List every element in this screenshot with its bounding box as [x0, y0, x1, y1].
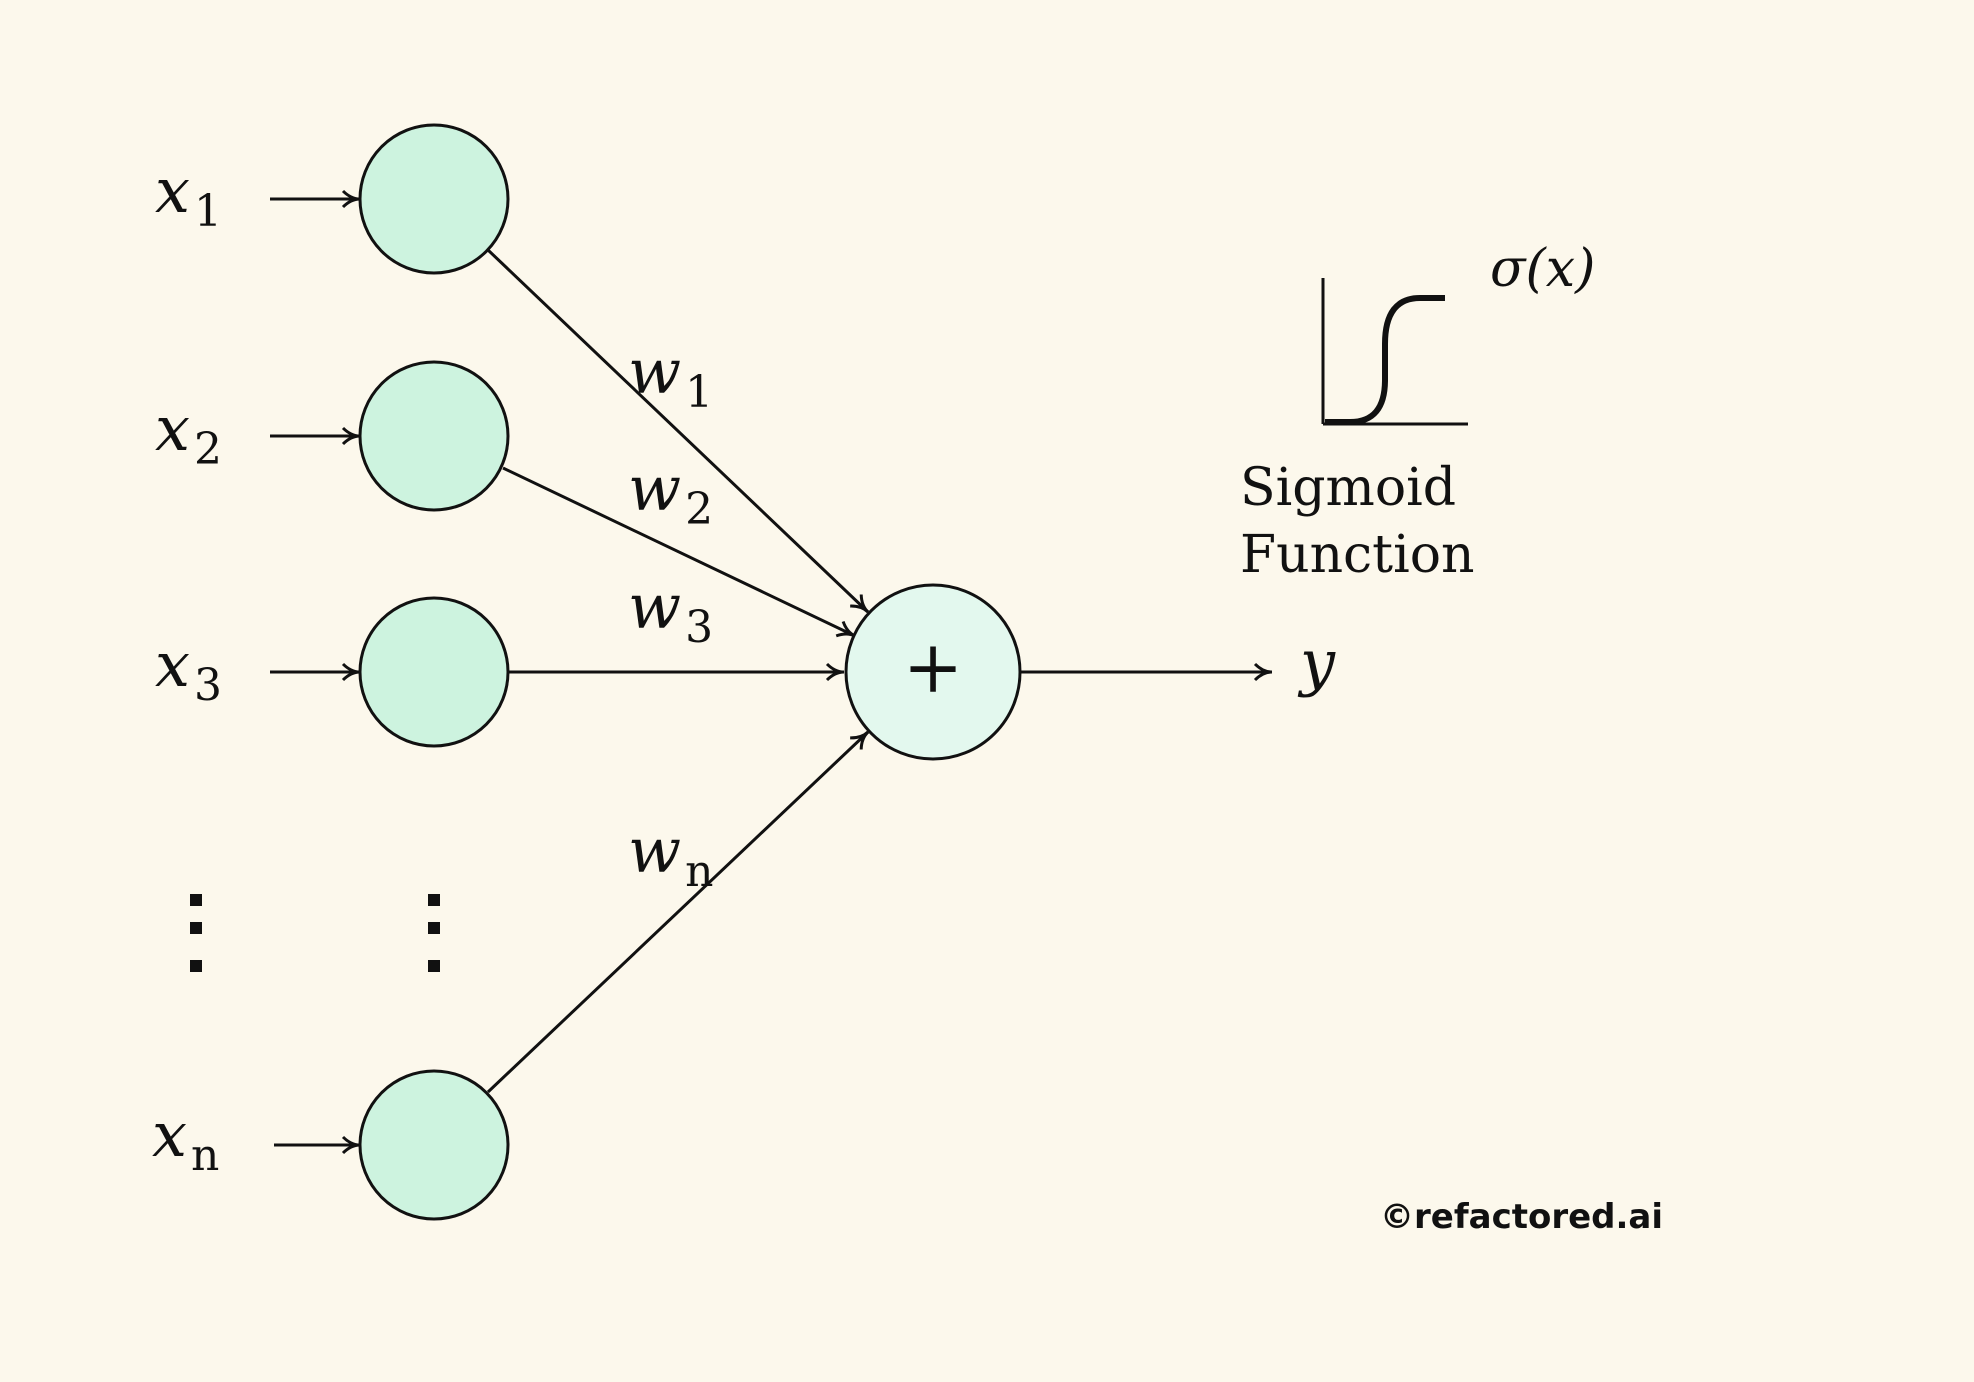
weight-edge-2 [502, 466, 856, 638]
weight-label-1: w1 [628, 335, 713, 418]
sigmoid-caption-line1: Sigmoid [1240, 458, 1456, 518]
input-label-n: xn [152, 1098, 219, 1181]
weight-edge-1 [486, 248, 870, 614]
input-node-n [358, 1069, 510, 1221]
output-label: y [1297, 626, 1336, 699]
input-label-2: x2 [155, 392, 222, 475]
input-node-3 [358, 596, 510, 748]
input-label-1: x1 [155, 154, 222, 237]
input-node-2 [358, 360, 510, 512]
sum-node [844, 583, 1022, 761]
input-label-3: x3 [155, 628, 222, 711]
weight-edge-n [486, 730, 870, 1094]
ellipsis-nodes [428, 894, 440, 972]
input-node-1 [358, 123, 510, 275]
weight-label-n: wn [628, 814, 713, 897]
sigmoid-formula: σ(x) [1490, 239, 1595, 299]
sum-symbol: + [903, 625, 963, 709]
sigmoid-curve-icon [1321, 278, 1468, 426]
sigmoid-caption-line2: Function [1240, 525, 1475, 585]
weight-label-2: w2 [628, 452, 713, 535]
weight-label-3: w3 [628, 570, 713, 653]
ellipsis-labels [190, 894, 202, 972]
credit-label: ©refactored.ai [1380, 1197, 1663, 1237]
